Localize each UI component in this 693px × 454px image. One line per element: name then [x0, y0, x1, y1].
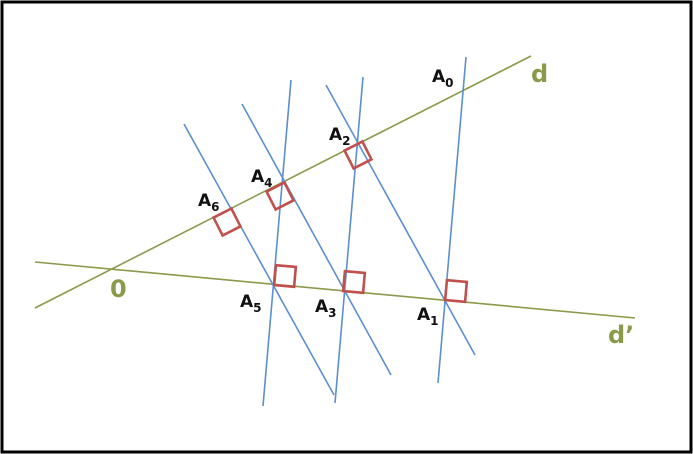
label-a1: A1 [417, 305, 439, 328]
right-angle-mark-a5 [272, 263, 298, 289]
right-angle-mark-a3 [341, 269, 367, 295]
right-angle-mark-a6 [211, 206, 243, 238]
perp-through-a3 [241, 103, 392, 376]
right-angle-mark-a4 [264, 180, 296, 212]
label-origin: 0 [110, 275, 127, 303]
right-angle-mark-a2 [342, 139, 374, 171]
label-a5: A5 [240, 292, 262, 315]
perp-through-a4 [262, 79, 292, 407]
line-d-prime [34, 261, 636, 319]
perp-through-a0 [437, 56, 467, 384]
perp-through-a1 [325, 84, 476, 356]
label-a4: A4 [251, 167, 273, 190]
label-d-prime: d’ [608, 321, 634, 349]
perp-through-a2 [334, 76, 364, 404]
perp-through-a5 [183, 123, 335, 396]
label-a0: A0 [432, 67, 454, 90]
label-a2: A2 [329, 125, 351, 148]
right-angle-mark-a1 [443, 278, 469, 304]
label-a3: A3 [315, 297, 337, 320]
label-d: d [531, 60, 548, 88]
label-a6: A6 [198, 191, 220, 214]
